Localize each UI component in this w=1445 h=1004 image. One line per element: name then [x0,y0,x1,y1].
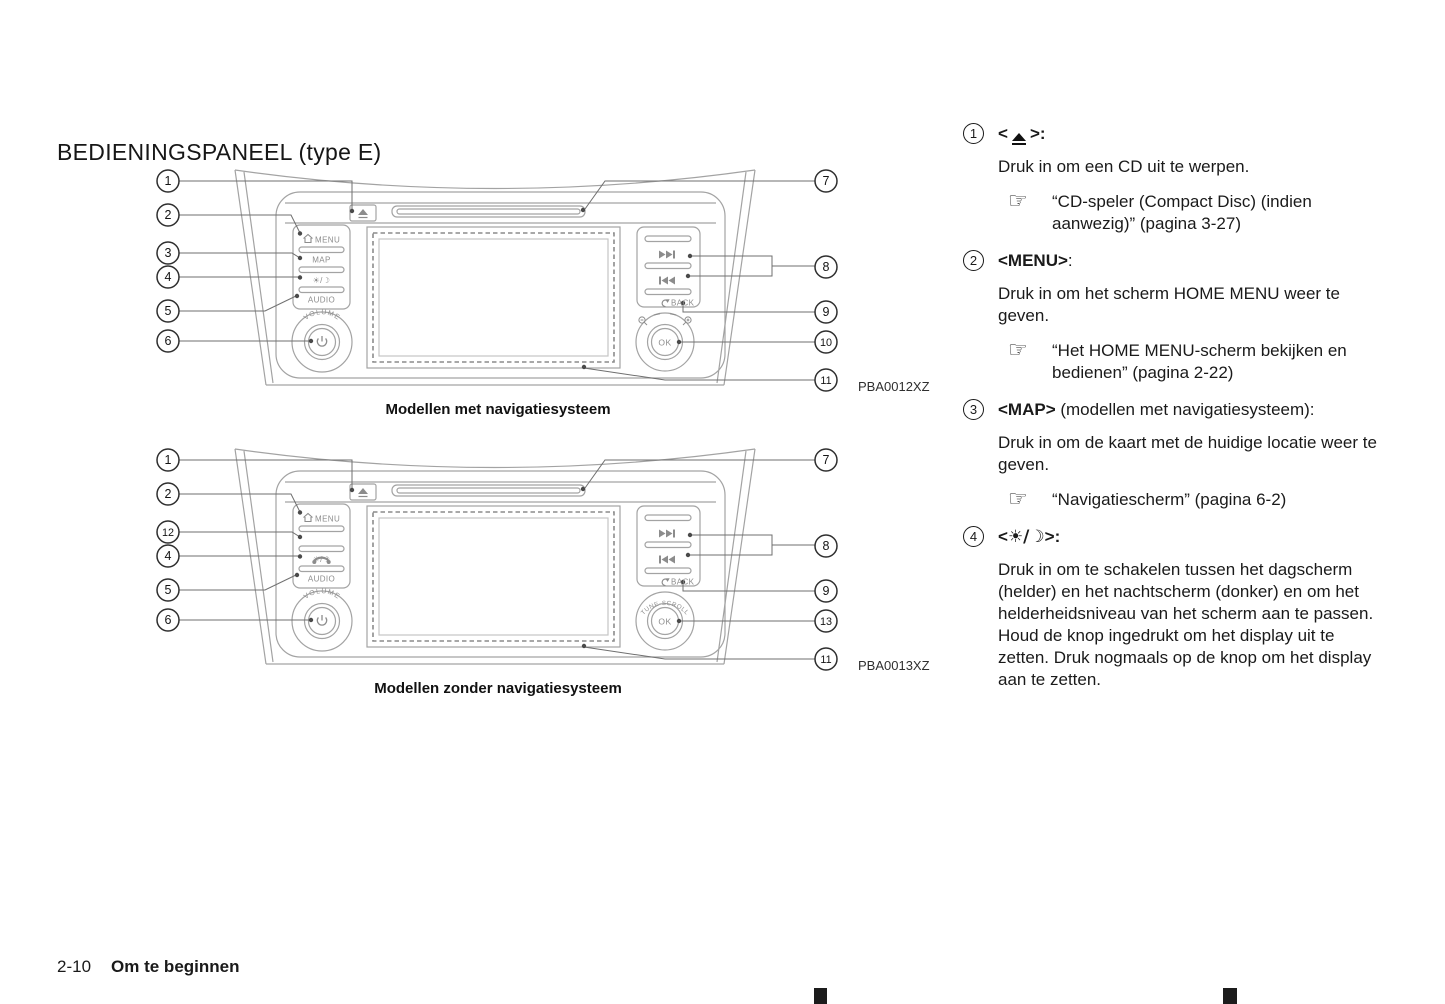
menu-button-label: MENU [315,515,340,524]
control-panel-diagram-with-nav: MENU MAP ☀/☽ AUDIO BACK VOLUME OK 1 2 [145,155,935,405]
print-registration-mark [814,988,827,1004]
figure-code: PBA0013XZ [858,658,930,673]
callout-day-night: 4 [165,549,172,563]
reference-hand-icon: ☞ [1008,487,1028,512]
item-number: 4 [963,526,984,547]
callout-cd-slot: 7 [823,174,830,188]
legend-item-eject: 1 <>: Druk in om een CD uit te werpen. ☞… [963,123,1415,250]
back-button-label: BACK [671,578,695,587]
callout-back: 9 [823,584,830,598]
callout-volume: 6 [165,613,172,627]
callout-menu: 2 [165,208,172,222]
ok-button-label: OK [658,338,671,348]
legend-column: 1 <>: Druk in om een CD uit te werpen. ☞… [963,123,1415,704]
callout-map: 3 [165,246,172,260]
callout-audio: 5 [165,304,172,318]
callout-track: 8 [823,539,830,553]
callout-numbers: 1 2 3 4 5 6 7 8 9 10 11 [165,174,832,387]
knob-ring-marks [638,313,692,326]
phone-icon [312,556,331,564]
reference-hand-icon: ☞ [1008,189,1028,214]
callout-eject: 1 [165,453,172,467]
callout-screen: 11 [820,375,831,387]
item-body: Druk in om te schakelen tussen het dagsc… [998,560,1374,689]
menu-button-label: MENU [315,236,340,245]
legend-item-day-night: 4 <☀/☽>: Druk in om te schakelen tussen … [963,526,1415,704]
item-body: Druk in om een CD uit te werpen. [998,157,1250,176]
item-number: 3 [963,399,984,420]
audio-button-label: AUDIO [308,575,335,584]
panel-drawing-without-nav: MENU . ☀/☽ AUDIO BACK VOLUME TUNE·SCROLL… [156,448,930,673]
diagram-caption: Modellen met navigatiesysteem [385,401,611,418]
callout-cd-slot: 7 [823,453,830,467]
callout-back: 9 [823,305,830,319]
zoom-in-icon [682,316,692,326]
reference-line: ☞ “CD-speler (Compact Disc) (indien aanw… [1008,191,1390,235]
item-body: Druk in om de kaart met de huidige locat… [998,433,1377,474]
item-heading: <MAP> (modellen met navigatiesysteem): [998,400,1315,419]
legend-item-menu: 2 <MENU>: Druk in om het scherm HOME MEN… [963,250,1415,399]
reference-text: “CD-speler (Compact Disc) (indien aanwez… [1052,192,1312,233]
map-button-label: MAP [312,256,331,265]
item-number: 1 [963,123,984,144]
back-button-label: BACK [671,299,695,308]
callout-numbers: 1 2 12 4 5 6 7 8 9 13 11 [162,453,832,666]
control-panel-diagram-without-nav: MENU . ☀/☽ AUDIO BACK VOLUME TUNE·SCROLL… [145,434,935,684]
callout-eject: 1 [165,174,172,188]
figure-code: PBA0012XZ [858,379,930,394]
eject-icon [1011,133,1026,145]
callout-volume: 6 [165,334,172,348]
item-heading: <>: [998,124,1046,145]
diagram-caption: Modellen zonder navigatiesysteem [374,680,622,697]
callout-ok-knob: 13 [820,616,832,628]
item-body: Druk in om het scherm HOME MENU weer te … [998,284,1340,325]
callout-phone: 12 [162,527,174,539]
callout-menu: 2 [165,487,172,501]
page-number: 2-10 [57,957,92,976]
callout-screen: 11 [820,654,831,666]
reference-text: “Navigatiescherm” (pagina 6-2) [1052,490,1287,509]
day-night-button-label: ☀/☽ [313,555,331,564]
callout-audio: 5 [165,583,172,597]
reference-line: ☞ “Navigatiescherm” (pagina 6-2) [1008,489,1390,511]
print-registration-mark [1223,988,1237,1004]
audio-button-label: AUDIO [308,296,335,305]
zoom-out-icon [638,316,648,326]
day-night-icons: ☀/☽ [1007,527,1045,547]
reference-hand-icon: ☞ [1008,338,1028,363]
item-heading: <MENU>: [998,251,1073,270]
item-number: 2 [963,250,984,271]
panel-drawing-with-nav: MENU MAP ☀/☽ AUDIO BACK VOLUME OK 1 2 [156,169,930,394]
reference-text: “Het HOME MENU-scherm bekijken en bedien… [1052,341,1347,382]
page-title: BEDIENINGSPANEEL (type E) [57,139,382,166]
section-title: Om te beginnen [111,957,240,976]
page-footer: 2-10 Om te beginnen [57,957,240,977]
day-night-button-label: ☀/☽ [313,276,331,285]
callout-track: 8 [823,260,830,274]
reference-line: ☞ “Het HOME MENU-scherm bekijken en bedi… [1008,340,1390,384]
callout-ok-knob: 10 [820,337,832,349]
callout-day-night: 4 [165,270,172,284]
item-heading: <☀/☽>: [998,527,1061,547]
ok-button-label: OK [658,617,671,627]
legend-item-map: 3 <MAP> (modellen met navigatiesysteem):… [963,399,1415,526]
